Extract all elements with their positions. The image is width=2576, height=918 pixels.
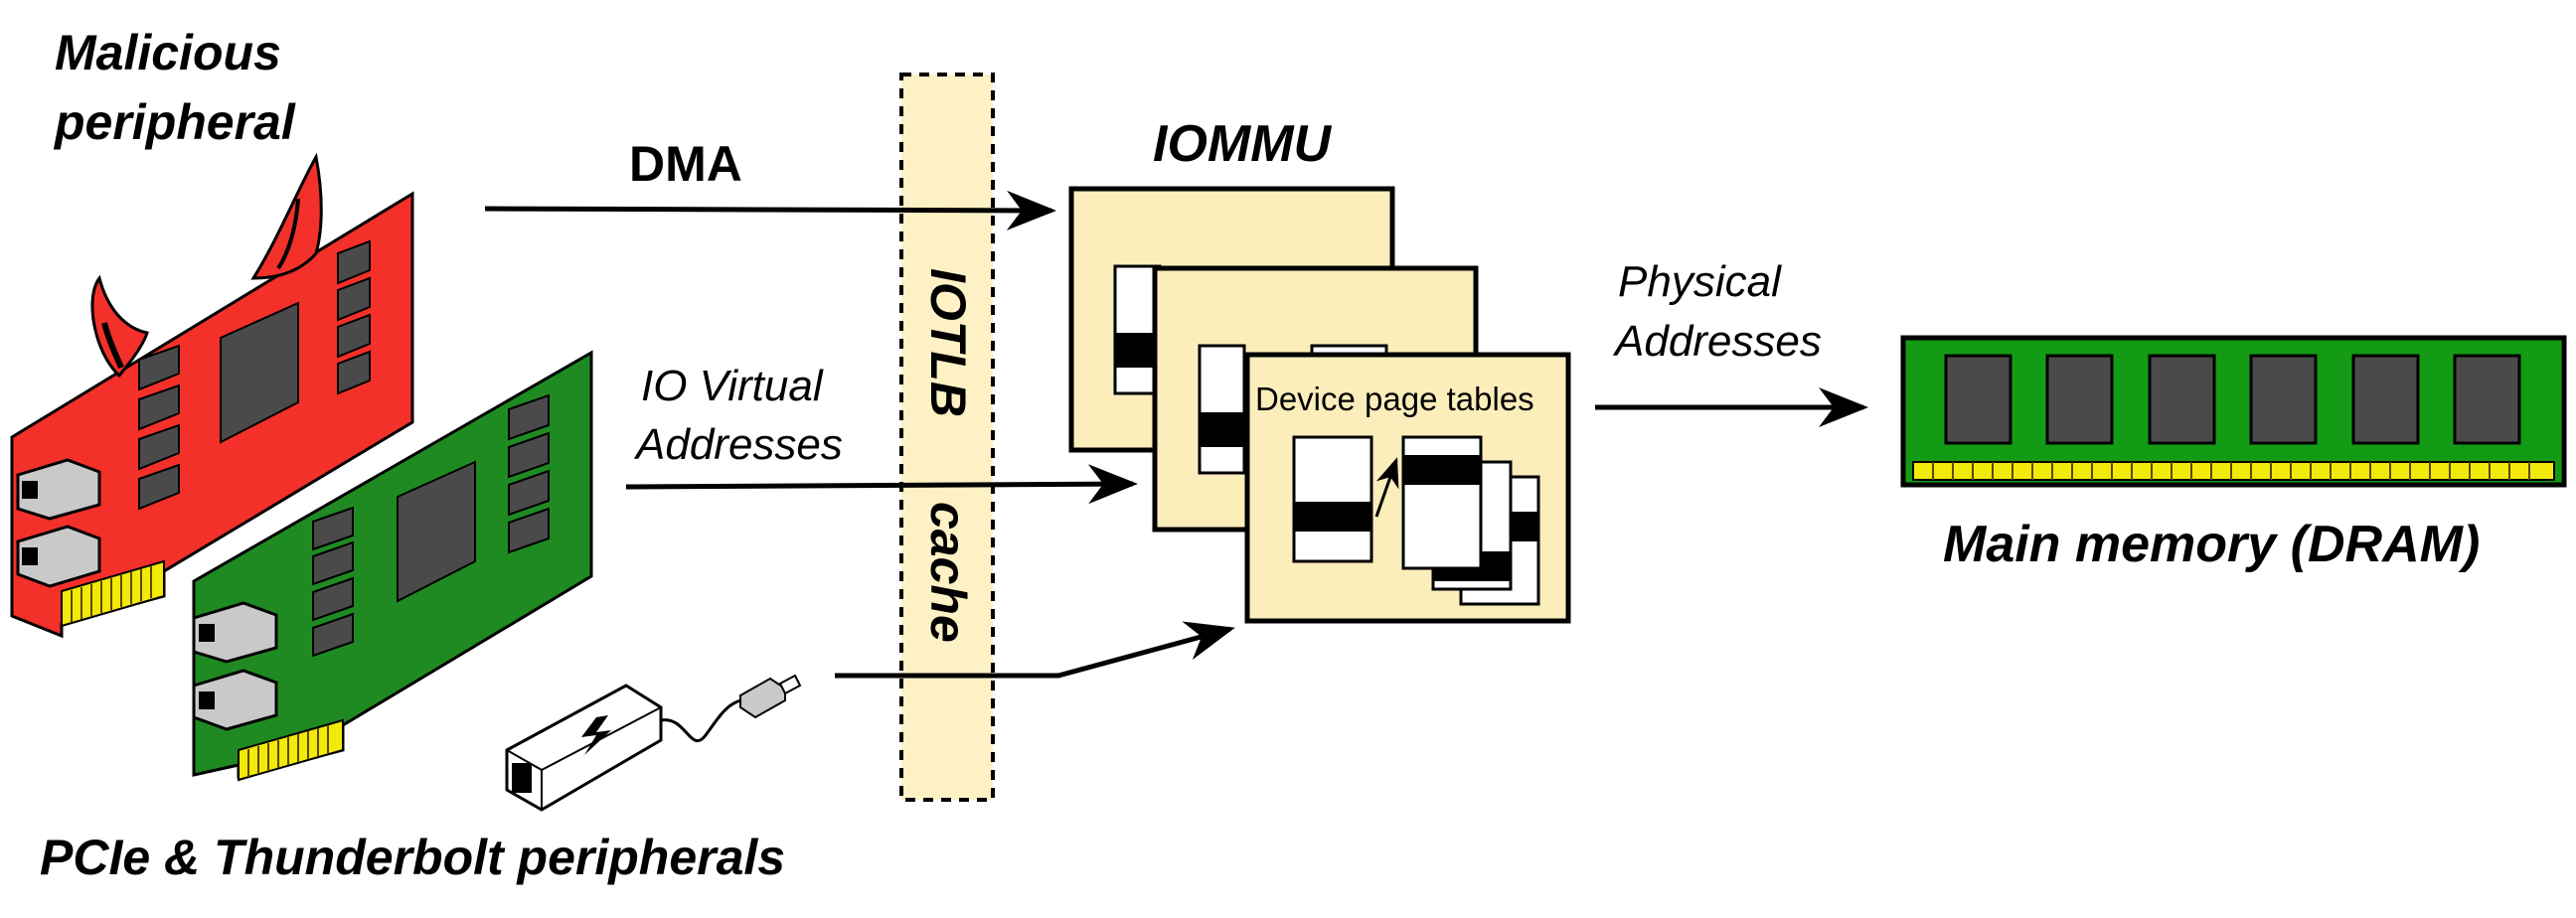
physical-label-line1: Physical — [1618, 257, 1782, 306]
main-memory-label: Main memory (DRAM) — [1943, 516, 2480, 573]
iotlb-cache-band: IOTLB cache — [899, 73, 995, 802]
devil-horns-icon — [90, 152, 323, 379]
io-virtual-label-line1: IO Virtual — [641, 362, 824, 410]
connector — [192, 601, 278, 731]
pcie-peripheral-card — [192, 350, 593, 782]
iommu-label: IOMMU — [1153, 115, 1333, 173]
dma-label: DMA — [629, 136, 742, 192]
gold-contacts — [238, 718, 344, 782]
io-virtual-label-line2: Addresses — [633, 420, 843, 469]
dma-arrow — [484, 190, 1056, 230]
malicious-peripheral-card — [10, 152, 414, 639]
physical-label-line2: Addresses — [1612, 317, 1822, 366]
iommu-unit: Device page tables — [1068, 186, 1571, 624]
chip — [220, 301, 299, 444]
gold-contacts — [61, 559, 165, 628]
malicious-peripheral-label-line1: Malicious — [55, 25, 281, 80]
usb-c-plug-icon — [739, 674, 802, 719]
io-virtual-arrow — [625, 464, 1138, 505]
connector — [16, 458, 101, 588]
malicious-peripheral-label-line2: peripheral — [53, 94, 296, 150]
device-page-tables-label: Device page tables — [1255, 381, 1534, 417]
cache-label: cache — [920, 502, 976, 643]
peripherals-label: PCIe & Thunderbolt peripherals — [40, 830, 785, 885]
dram-chips — [1944, 354, 2521, 445]
thunderbolt-arrow — [835, 621, 1235, 679]
dram-module — [1900, 335, 2567, 488]
page-table-pointer-arrow — [1374, 457, 1399, 518]
chip — [397, 460, 476, 603]
thunderbolt-adapter-icon — [505, 674, 802, 812]
iotlb-label: IOTLB — [920, 268, 976, 417]
gold-contacts — [1912, 461, 2555, 481]
